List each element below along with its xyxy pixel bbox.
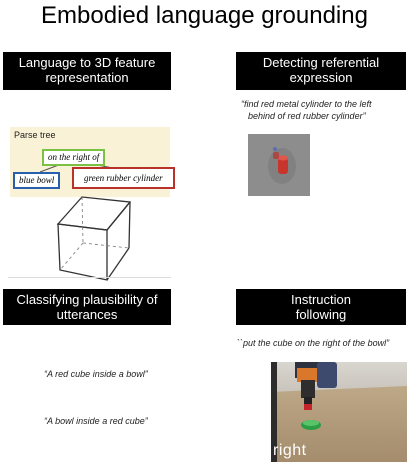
utterance-implausible: “A bowl inside a red cube” [44, 416, 148, 426]
scene-caption: right [273, 442, 307, 459]
parse-node-relation: on the right of [42, 149, 106, 166]
top-left-divider [8, 277, 171, 278]
header-instruction-following: Instruction following [236, 289, 406, 325]
header-detecting-referential: Detecting referential expression [236, 52, 406, 90]
parse-tree-label: Parse tree [14, 130, 56, 140]
header-instruction-line2: following [295, 307, 347, 322]
header-instruction-line1: Instruction [291, 292, 351, 307]
header-classifying-plausibility: Classifying plausibility of utterances [3, 289, 171, 325]
referential-quote-line2: behind of red rubber cylinder” [248, 111, 366, 121]
wireframe-cube-icon [56, 196, 132, 281]
slide-title: Embodied language grounding [41, 2, 368, 29]
parse-node-right: green rubber cylinder [72, 167, 175, 189]
header-detecting-line2: expression [289, 70, 353, 85]
header-language-to-3d: Language to 3D feature representation [3, 52, 171, 90]
utterance-plausible: “A red cube inside a bowl” [44, 369, 148, 379]
referential-quote-line1: “find red metal cylinder to the left [241, 99, 372, 109]
parse-node-left: blue bowl [13, 172, 61, 189]
header-detecting-line1: Detecting referential [262, 55, 380, 70]
header-language-to-3d-line1: Language to 3D feature [18, 55, 156, 70]
robot-arm-scene-icon: right [271, 362, 407, 462]
header-classifying-line1: Classifying plausibility of [16, 292, 158, 307]
header-classifying-line2: utterances [56, 307, 118, 322]
instruction-quote: ``put the cube on the right of the bowl” [237, 338, 390, 348]
red-cylinder-render-icon [248, 134, 310, 196]
header-language-to-3d-line2: representation [45, 70, 129, 85]
